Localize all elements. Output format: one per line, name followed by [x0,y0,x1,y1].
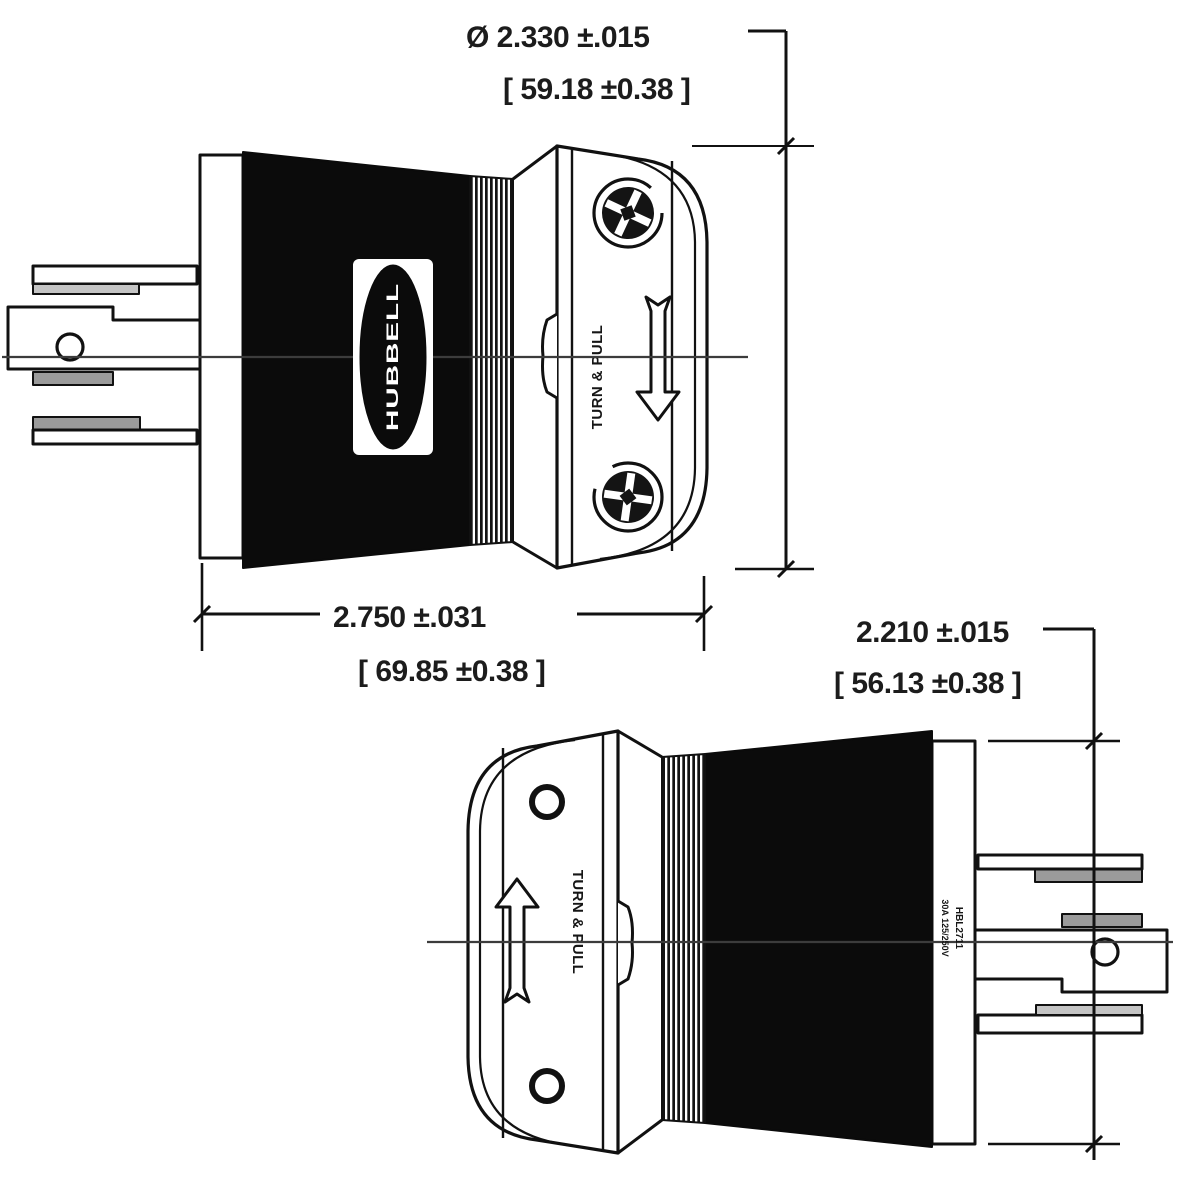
dimension-tick [1084,731,1104,751]
ground-blade [6,305,202,371]
phillips-center-icon [619,488,637,506]
dim-back-diameter: 2.210 ±.015 [ 56.13 ±0.38 ] [834,616,1120,1160]
dim-back-diameter-mm: [ 56.13 ±0.38 ] [834,667,1021,700]
hubbell-logo-oval [359,264,427,450]
dimension-tick [1084,1134,1104,1154]
turn-pull-label: TURN & PULL [589,325,606,429]
ground-blade-hole [55,332,85,362]
side-view-extras: HUBBELL [353,177,664,533]
rib-band [469,175,514,546]
dim-face-diameter-inch: Ø 2.330 ±.015 [466,21,649,54]
dim-overall-length: 2.750 ±.031 [ 69.85 ±0.38 ] [192,563,714,688]
line-blade-step [32,371,114,386]
turn-arrow [635,295,681,422]
hubbell-logo-text: HUBBELL [383,283,402,431]
screw-ring-icon [592,461,664,533]
neutral-blade [31,264,199,286]
phillips-center-icon [620,205,636,221]
neutral-blade-step [32,283,140,295]
rating-label: 30A 125/250V [940,899,950,956]
screw-ring-icon [592,177,664,249]
bottom-view-extras: 30A 125/250V HBL2711 [529,784,964,1104]
face-plate-rim-arc [599,151,697,561]
dim-back-diameter-inch: 2.210 ±.015 [856,616,1009,649]
neck-top-line [512,144,558,181]
assembly-hole-bottom [529,1068,565,1104]
mounting-screw-top [592,177,664,249]
catalog-label: HBL2711 [953,907,964,950]
dimension-tick [192,604,212,624]
dim-face-diameter: Ø 2.330 ±.015 [ 59.18 ±0.38 ] [466,21,814,579]
line-blade-upper [32,416,141,431]
dim-face-diameter-mm: [ 59.18 ±0.38 ] [503,73,690,106]
assembly-hole-top [529,784,565,820]
dim-overall-length-inch: 2.750 ±.031 [333,601,486,634]
plug-blades [6,264,202,446]
dimension-tick [776,136,796,156]
line-blade [31,428,199,446]
dimension-tick [776,559,796,579]
dim-overall-length-mm: [ 69.85 ±0.38 ] [358,655,545,688]
neck-bottom-line [512,540,558,570]
mounting-screw-bottom [592,461,664,533]
dimension-tick [694,604,714,624]
